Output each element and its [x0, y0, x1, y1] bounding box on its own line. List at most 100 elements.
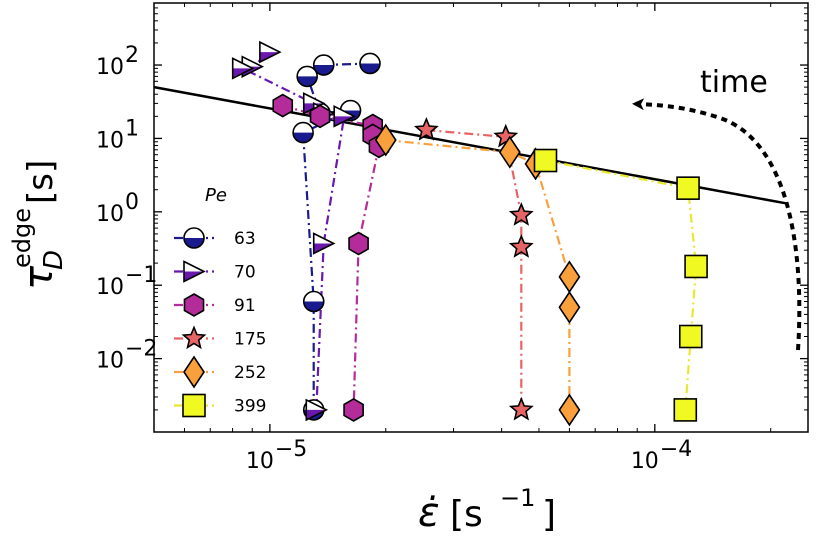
marker-shape — [508, 202, 534, 226]
marker-shape — [676, 176, 700, 200]
marker-shape — [374, 123, 397, 157]
marker-bottom-half — [184, 238, 204, 248]
data-point-pe-63 — [292, 121, 314, 144]
y-axis-unit: [s] — [21, 160, 61, 204]
legend-label: 399 — [234, 397, 266, 417]
data-point-pe-63 — [296, 65, 318, 88]
marker-outline — [305, 398, 329, 422]
legend-marker-pe-91 — [183, 293, 205, 317]
data-point-pe-399 — [676, 176, 700, 200]
time-annotation-label: time — [700, 65, 768, 100]
data-point-pe-70 — [312, 232, 336, 255]
y-tick-label: 10 — [96, 128, 124, 153]
marker-shape — [183, 293, 205, 317]
marker-outline — [333, 105, 357, 128]
data-point-pe-252 — [558, 393, 581, 427]
marker-shape — [182, 393, 206, 418]
marker-outline — [359, 52, 381, 75]
marker-outline — [259, 40, 282, 64]
y-tick-exponent: −1 — [125, 263, 157, 288]
marker-outline — [292, 121, 314, 144]
x-tick-exponent: −5 — [275, 437, 307, 462]
marker-bottom-half — [313, 65, 334, 76]
time-annotation: time — [632, 65, 802, 351]
data-point-pe-399 — [533, 148, 558, 173]
marker-shape — [498, 135, 521, 169]
legend-label: 63 — [234, 229, 256, 249]
marker-bottom-half — [293, 132, 314, 143]
legend-marker-pe-399 — [182, 393, 206, 418]
legend-label: 91 — [234, 296, 256, 316]
x-axis-unit-close: ] — [542, 494, 556, 535]
legend-label: 252 — [234, 363, 266, 383]
marker-outline — [302, 290, 325, 313]
marker-shape — [684, 254, 708, 279]
marker-shape — [673, 398, 698, 422]
x-axis-symbol: ε̇ — [418, 490, 440, 536]
data-point-pe-252 — [558, 290, 581, 324]
x-axis-label: ε̇ [s −1 ] — [418, 484, 556, 536]
marker-bottom-half — [297, 76, 318, 87]
data-point-pe-399 — [684, 254, 708, 279]
marker-shape — [272, 93, 294, 118]
data-point-pe-175 — [508, 396, 534, 421]
plot-background — [154, 3, 808, 432]
x-axis-unit-exp: −1 — [500, 484, 535, 512]
y-tick-label: 10 — [96, 349, 124, 374]
data-point-pe-175 — [508, 234, 534, 258]
y-axis-symbol: τ — [16, 265, 62, 290]
legend-marker-pe-70 — [183, 260, 206, 283]
marker-shape — [678, 324, 703, 349]
marker-shape — [181, 325, 207, 350]
data-point-pe-91 — [343, 397, 364, 422]
marker-shape — [508, 396, 534, 421]
legend-label: 70 — [234, 263, 256, 283]
data-point-pe-63 — [359, 52, 381, 75]
x-axis-unit-open: [s — [450, 494, 483, 535]
data-point-pe-91 — [309, 104, 331, 129]
y-tick-exponent: 1 — [125, 116, 139, 141]
data-point-pe-70 — [333, 105, 357, 128]
y-axis-superscript: edge — [8, 208, 36, 268]
legend-marker-pe-252 — [183, 355, 205, 389]
legend-label: 175 — [234, 330, 266, 350]
legend-marker-pe-175 — [181, 325, 207, 350]
marker-outline — [296, 65, 318, 88]
series-line-pe-252 — [385, 139, 571, 410]
marker-shape — [558, 393, 581, 427]
y-axis-label: τ D edge [s] — [8, 160, 69, 290]
data-point-pe-70 — [259, 40, 282, 64]
x-tick-exponent: −4 — [660, 437, 692, 462]
y-tick-exponent: −2 — [125, 337, 157, 362]
marker-shape — [508, 234, 534, 258]
data-point-pe-399 — [673, 398, 698, 422]
data-point-pe-91 — [272, 93, 294, 118]
y-axis-subscript: D — [39, 250, 69, 270]
time-arrow — [632, 98, 802, 351]
marker-shape — [343, 397, 364, 422]
x-tick-label: 10 — [631, 449, 659, 474]
x-tick-label: 10 — [246, 449, 274, 474]
marker-shape — [558, 290, 581, 324]
marker-shape — [413, 116, 439, 141]
y-tick-label: 10 — [96, 202, 124, 227]
marker-shape — [183, 355, 205, 389]
marker-bottom-half — [359, 63, 380, 74]
marker-outline — [312, 232, 336, 255]
data-point-pe-63 — [302, 290, 325, 313]
data-point-pe-91 — [348, 231, 369, 256]
marker-outline — [231, 57, 255, 80]
marker-shape — [533, 148, 558, 173]
data-point-pe-252 — [374, 123, 397, 157]
y-tick-exponent: 0 — [125, 190, 139, 215]
data-point-pe-175 — [413, 116, 439, 141]
marker-outline — [183, 227, 205, 249]
y-tick-exponent: 2 — [125, 43, 139, 68]
y-tick-label: 10 — [96, 275, 124, 300]
marker-outline — [312, 54, 335, 76]
data-point-pe-252 — [498, 135, 521, 169]
